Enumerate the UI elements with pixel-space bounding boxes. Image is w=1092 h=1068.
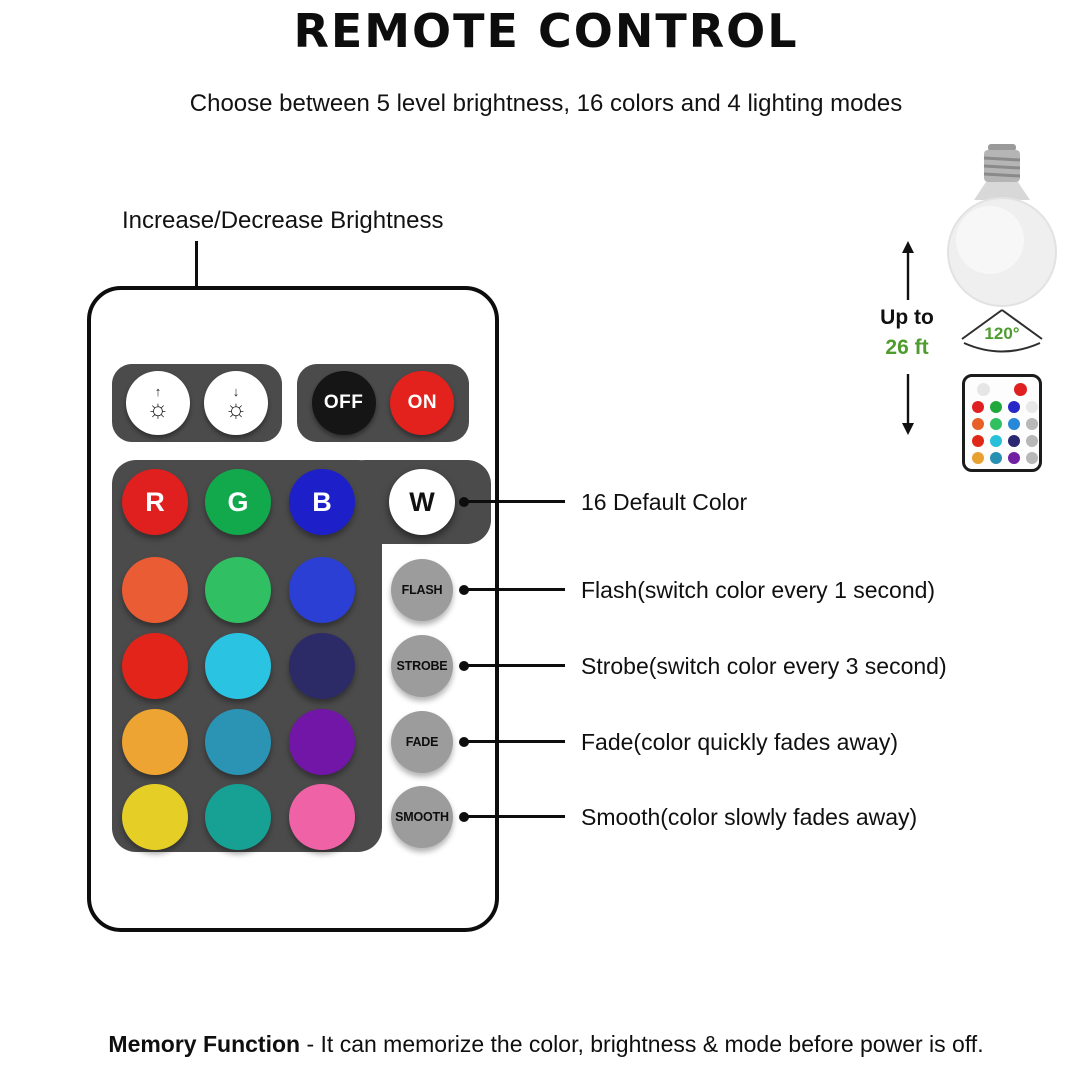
sun-icon: ☼ (146, 394, 170, 423)
blue-button[interactable]: B (289, 469, 355, 535)
mini-color-dot (990, 452, 1002, 464)
mini-color-dot (1026, 435, 1038, 447)
strobe-button[interactable]: STROBE (391, 635, 453, 697)
color-swatch[interactable] (289, 557, 355, 623)
red-button[interactable]: R (122, 469, 188, 535)
callout-line-flash (459, 584, 565, 595)
off-button[interactable]: OFF (311, 371, 376, 435)
smooth-button[interactable]: SMOOTH (391, 786, 453, 848)
color-swatch[interactable] (122, 709, 188, 775)
annotation-flash: Flash(switch color every 1 second) (581, 577, 936, 603)
brightness-down-button[interactable]: ↓ ☼ (204, 371, 268, 435)
swatch-letter: B (312, 486, 332, 517)
swatch-letter: W (409, 486, 435, 517)
bulb-neck (974, 182, 1030, 200)
brightness-callout-label: Increase/Decrease Brightness (122, 207, 444, 234)
arrow-up-icon: ↑ (154, 383, 162, 399)
fade-button[interactable]: FADE (391, 711, 453, 773)
green-button[interactable]: G (205, 469, 271, 535)
color-swatch[interactable] (205, 557, 271, 623)
mini-on-button (1014, 383, 1027, 396)
beam-angle-line-left (961, 309, 1003, 340)
mini-color-dot (1026, 452, 1038, 464)
white-button[interactable]: W (389, 469, 455, 535)
sun-icon: ☼ (224, 394, 248, 423)
mini-color-dot (972, 452, 984, 464)
brightness-button-group: ↑ ☼ ↓ ☼ (112, 364, 282, 442)
light-bulb-illustration: 120° (947, 144, 1057, 353)
color-swatch[interactable] (289, 784, 355, 850)
callout-line-smooth (459, 811, 565, 822)
color-swatch[interactable] (122, 784, 188, 850)
bulb-screw-cap (988, 144, 1016, 151)
mini-remote-thumbnail (962, 374, 1042, 472)
on-button[interactable]: ON (390, 371, 455, 435)
bulb-highlight (956, 206, 1024, 274)
color-swatch[interactable] (205, 709, 271, 775)
swatch-letter: G (227, 486, 249, 517)
swatch-letter: R (145, 486, 165, 517)
color-swatch[interactable] (289, 633, 355, 699)
mini-color-dot (1008, 418, 1020, 430)
range-up-to: Up to (880, 306, 934, 329)
color-swatch[interactable] (122, 633, 188, 699)
mini-color-dot (1008, 452, 1020, 464)
beam-angle-line-right (1001, 309, 1043, 340)
mini-off-button (977, 383, 990, 396)
memory-function-label: Memory Function (108, 1031, 301, 1057)
mini-color-dot (1008, 401, 1020, 413)
mini-color-dot (972, 435, 984, 447)
callout-line-fade (459, 736, 565, 747)
subtitle: Choose between 5 level brightness, 16 co… (189, 90, 903, 117)
callout-line-strobe (459, 660, 565, 671)
beam-angle-arc (963, 342, 1041, 353)
color-swatch[interactable] (205, 784, 271, 850)
mini-color-dot (1026, 418, 1038, 430)
range-arrow (902, 241, 914, 435)
mini-color-dot (972, 418, 984, 430)
mini-color-dot (990, 401, 1002, 413)
annotation-default-color: 16 Default Color (581, 489, 748, 515)
brightness-up-button[interactable]: ↑ ☼ (126, 371, 190, 435)
annotation-fade: Fade(color quickly fades away) (581, 729, 899, 755)
range-distance: 26 ft (885, 336, 929, 359)
callout-line-default-color (459, 496, 565, 507)
mini-remote-power-row (972, 383, 1032, 396)
range-label: Up to 26 ft (862, 306, 952, 360)
mini-color-dot (1008, 435, 1020, 447)
remote-control: ↑ ☼ ↓ ☼ OFF ON R G B W (87, 286, 499, 932)
beam-angle-value: 120° (984, 324, 1019, 343)
annotation-strobe: Strobe(switch color every 3 second) (581, 653, 947, 679)
color-swatch[interactable] (122, 557, 188, 623)
mini-color-dot (972, 401, 984, 413)
arrow-down-icon: ↓ (232, 383, 240, 399)
mini-color-dot (1026, 401, 1038, 413)
power-button-group: OFF ON (297, 364, 469, 442)
color-swatch[interactable] (205, 633, 271, 699)
flash-button[interactable]: FLASH (391, 559, 453, 621)
annotation-smooth: Smooth(color slowly fades away) (581, 804, 918, 830)
memory-function-text: - It can memorize the color, brightness … (300, 1031, 984, 1057)
mini-color-dot (990, 418, 1002, 430)
color-swatch[interactable] (289, 709, 355, 775)
memory-function-note: Memory Function - It can memorize the co… (0, 1031, 1092, 1058)
mini-color-dot (990, 435, 1002, 447)
page-title: REMOTE CONTROL (293, 4, 799, 58)
mini-remote-color-grid (972, 401, 1038, 464)
